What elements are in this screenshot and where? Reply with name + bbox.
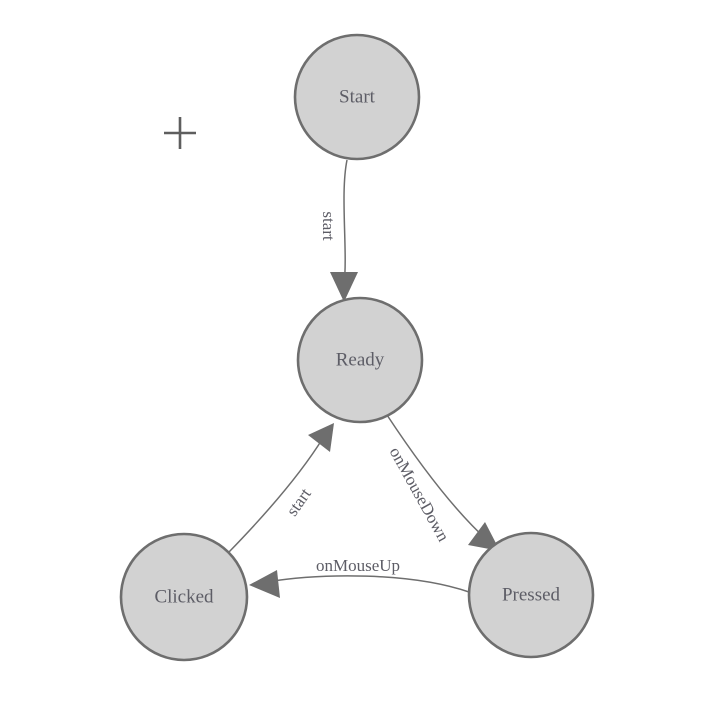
node-label-start: Start [339, 86, 376, 107]
node-label-ready: Ready [336, 349, 385, 370]
edge-line [265, 575, 470, 593]
edge-ready-to-pressed[interactable] [386, 414, 500, 551]
edge-line [343, 159, 348, 287]
node-label-clicked: Clicked [154, 586, 214, 607]
node-ready[interactable]: Ready [296, 296, 424, 424]
edges-layer [228, 159, 500, 598]
edge-line [386, 414, 488, 541]
edge-label-clicked-to-ready: start [283, 484, 316, 519]
arrowhead-icon [330, 272, 358, 302]
node-label-pressed: Pressed [502, 584, 561, 605]
edge-label-ready-to-pressed: onMouseDown [386, 444, 454, 545]
markers-layer [164, 117, 196, 149]
edge-clicked-to-ready[interactable] [228, 423, 334, 553]
crosshair-marker[interactable] [164, 117, 196, 149]
node-start[interactable]: Start [293, 33, 421, 161]
edge-line [228, 437, 324, 553]
node-circle-ready[interactable] [296, 296, 424, 424]
node-circle-clicked[interactable] [119, 532, 249, 662]
edge-pressed-to-clicked[interactable] [249, 570, 470, 598]
edge-label-start-to-ready: start [319, 211, 338, 241]
arrowhead-icon [468, 522, 500, 551]
node-circle-start[interactable] [293, 33, 421, 161]
node-clicked[interactable]: Clicked [119, 532, 249, 662]
edge-start-to-ready[interactable] [330, 159, 358, 302]
node-pressed[interactable]: Pressed [467, 531, 595, 659]
arrowhead-icon [308, 423, 334, 452]
arrowhead-icon [249, 570, 280, 598]
node-circle-pressed[interactable] [467, 531, 595, 659]
edge-label-pressed-to-clicked: onMouseUp [316, 556, 400, 575]
